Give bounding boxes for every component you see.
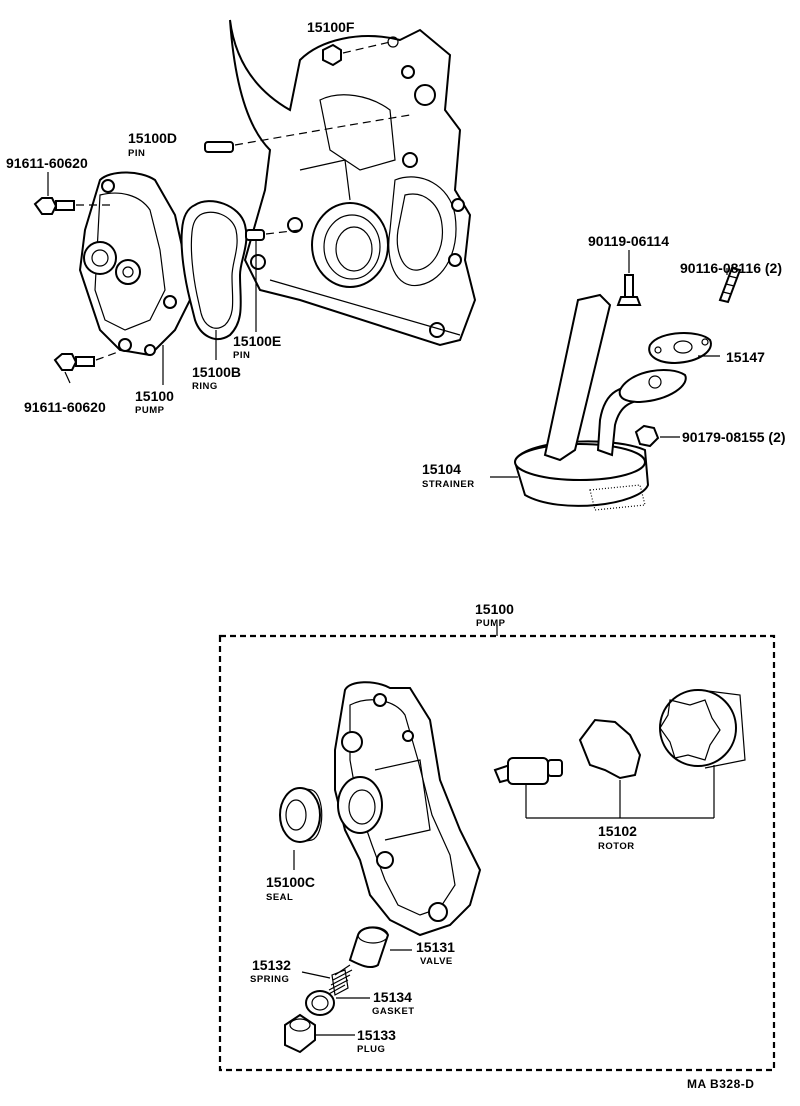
label-15100F: 15100F <box>307 19 355 35</box>
part-90179-08155-drawing <box>634 424 660 448</box>
part-90116-08116-drawing <box>718 266 742 304</box>
desc-15100C: SEAL <box>266 892 293 903</box>
part-90119-06114-drawing <box>616 274 642 306</box>
sheet-id: MA B328-D <box>687 1077 754 1091</box>
desc-15100D: PIN <box>128 148 145 159</box>
label-91611-60620-bottom: 91611-60620 <box>24 399 106 415</box>
desc-15132: SPRING <box>250 974 289 985</box>
part-15102-rotor-drawing <box>493 689 746 785</box>
desc-15100-pump: PUMP <box>135 405 165 416</box>
part-15100D-drawing <box>204 114 411 153</box>
label-15100-box: 15100 <box>475 601 514 617</box>
part-15100F-drawing <box>322 36 399 67</box>
part-15132-spring-drawing <box>326 964 353 996</box>
label-15100E: 15100E <box>233 333 281 349</box>
label-15132: 15132 <box>252 957 291 973</box>
timing-cover-drawing <box>229 19 477 347</box>
pump-body-detail-drawing <box>334 681 482 937</box>
part-15131-valve-drawing <box>348 926 390 969</box>
label-15100-pump: 15100 <box>135 388 174 404</box>
desc-15104: STRAINER <box>422 479 475 490</box>
label-15100D: 15100D <box>128 130 177 146</box>
pump-bolt-bottom-drawing <box>53 351 119 371</box>
leader-lines-rotor <box>525 765 715 819</box>
pump-detail-box <box>218 634 776 1072</box>
desc-15100-box: PUMP <box>476 618 506 629</box>
part-15100B-ring-drawing <box>180 200 248 340</box>
label-15134: 15134 <box>373 989 412 1005</box>
label-15133: 15133 <box>357 1027 396 1043</box>
desc-15100E: PIN <box>233 350 250 361</box>
label-15131: 15131 <box>416 939 455 955</box>
part-15133-plug-drawing <box>284 1013 316 1054</box>
pump-bolt-top-drawing <box>33 197 112 215</box>
desc-15131: VALVE <box>420 956 453 967</box>
oil-strainer-drawing <box>513 293 687 511</box>
label-91611-60620-top: 91611-60620 <box>6 155 88 171</box>
desc-15134: GASKET <box>372 1006 415 1017</box>
label-15104: 15104 <box>422 461 461 477</box>
part-15100C-seal-drawing <box>279 787 323 843</box>
leader-lines-valve <box>293 850 412 1036</box>
label-90179-08155: 90179-08155 (2) <box>682 429 786 445</box>
part-15134-gasket-drawing <box>305 990 335 1016</box>
part-15147-gasket-drawing <box>648 332 712 365</box>
desc-15100B: RING <box>192 381 218 392</box>
label-15100B: 15100B <box>192 364 241 380</box>
label-15102: 15102 <box>598 823 637 839</box>
label-15100C: 15100C <box>266 874 315 890</box>
label-15147: 15147 <box>726 349 765 365</box>
label-90119-06114: 90119-06114 <box>588 233 669 249</box>
leader-lines-top <box>47 172 728 478</box>
desc-15102: ROTOR <box>598 841 635 852</box>
desc-15133: PLUG <box>357 1044 385 1055</box>
part-15100E-drawing <box>245 229 301 241</box>
oil-pump-drawing <box>78 171 192 357</box>
label-90116-08116: 90116-08116 (2) <box>680 260 782 276</box>
